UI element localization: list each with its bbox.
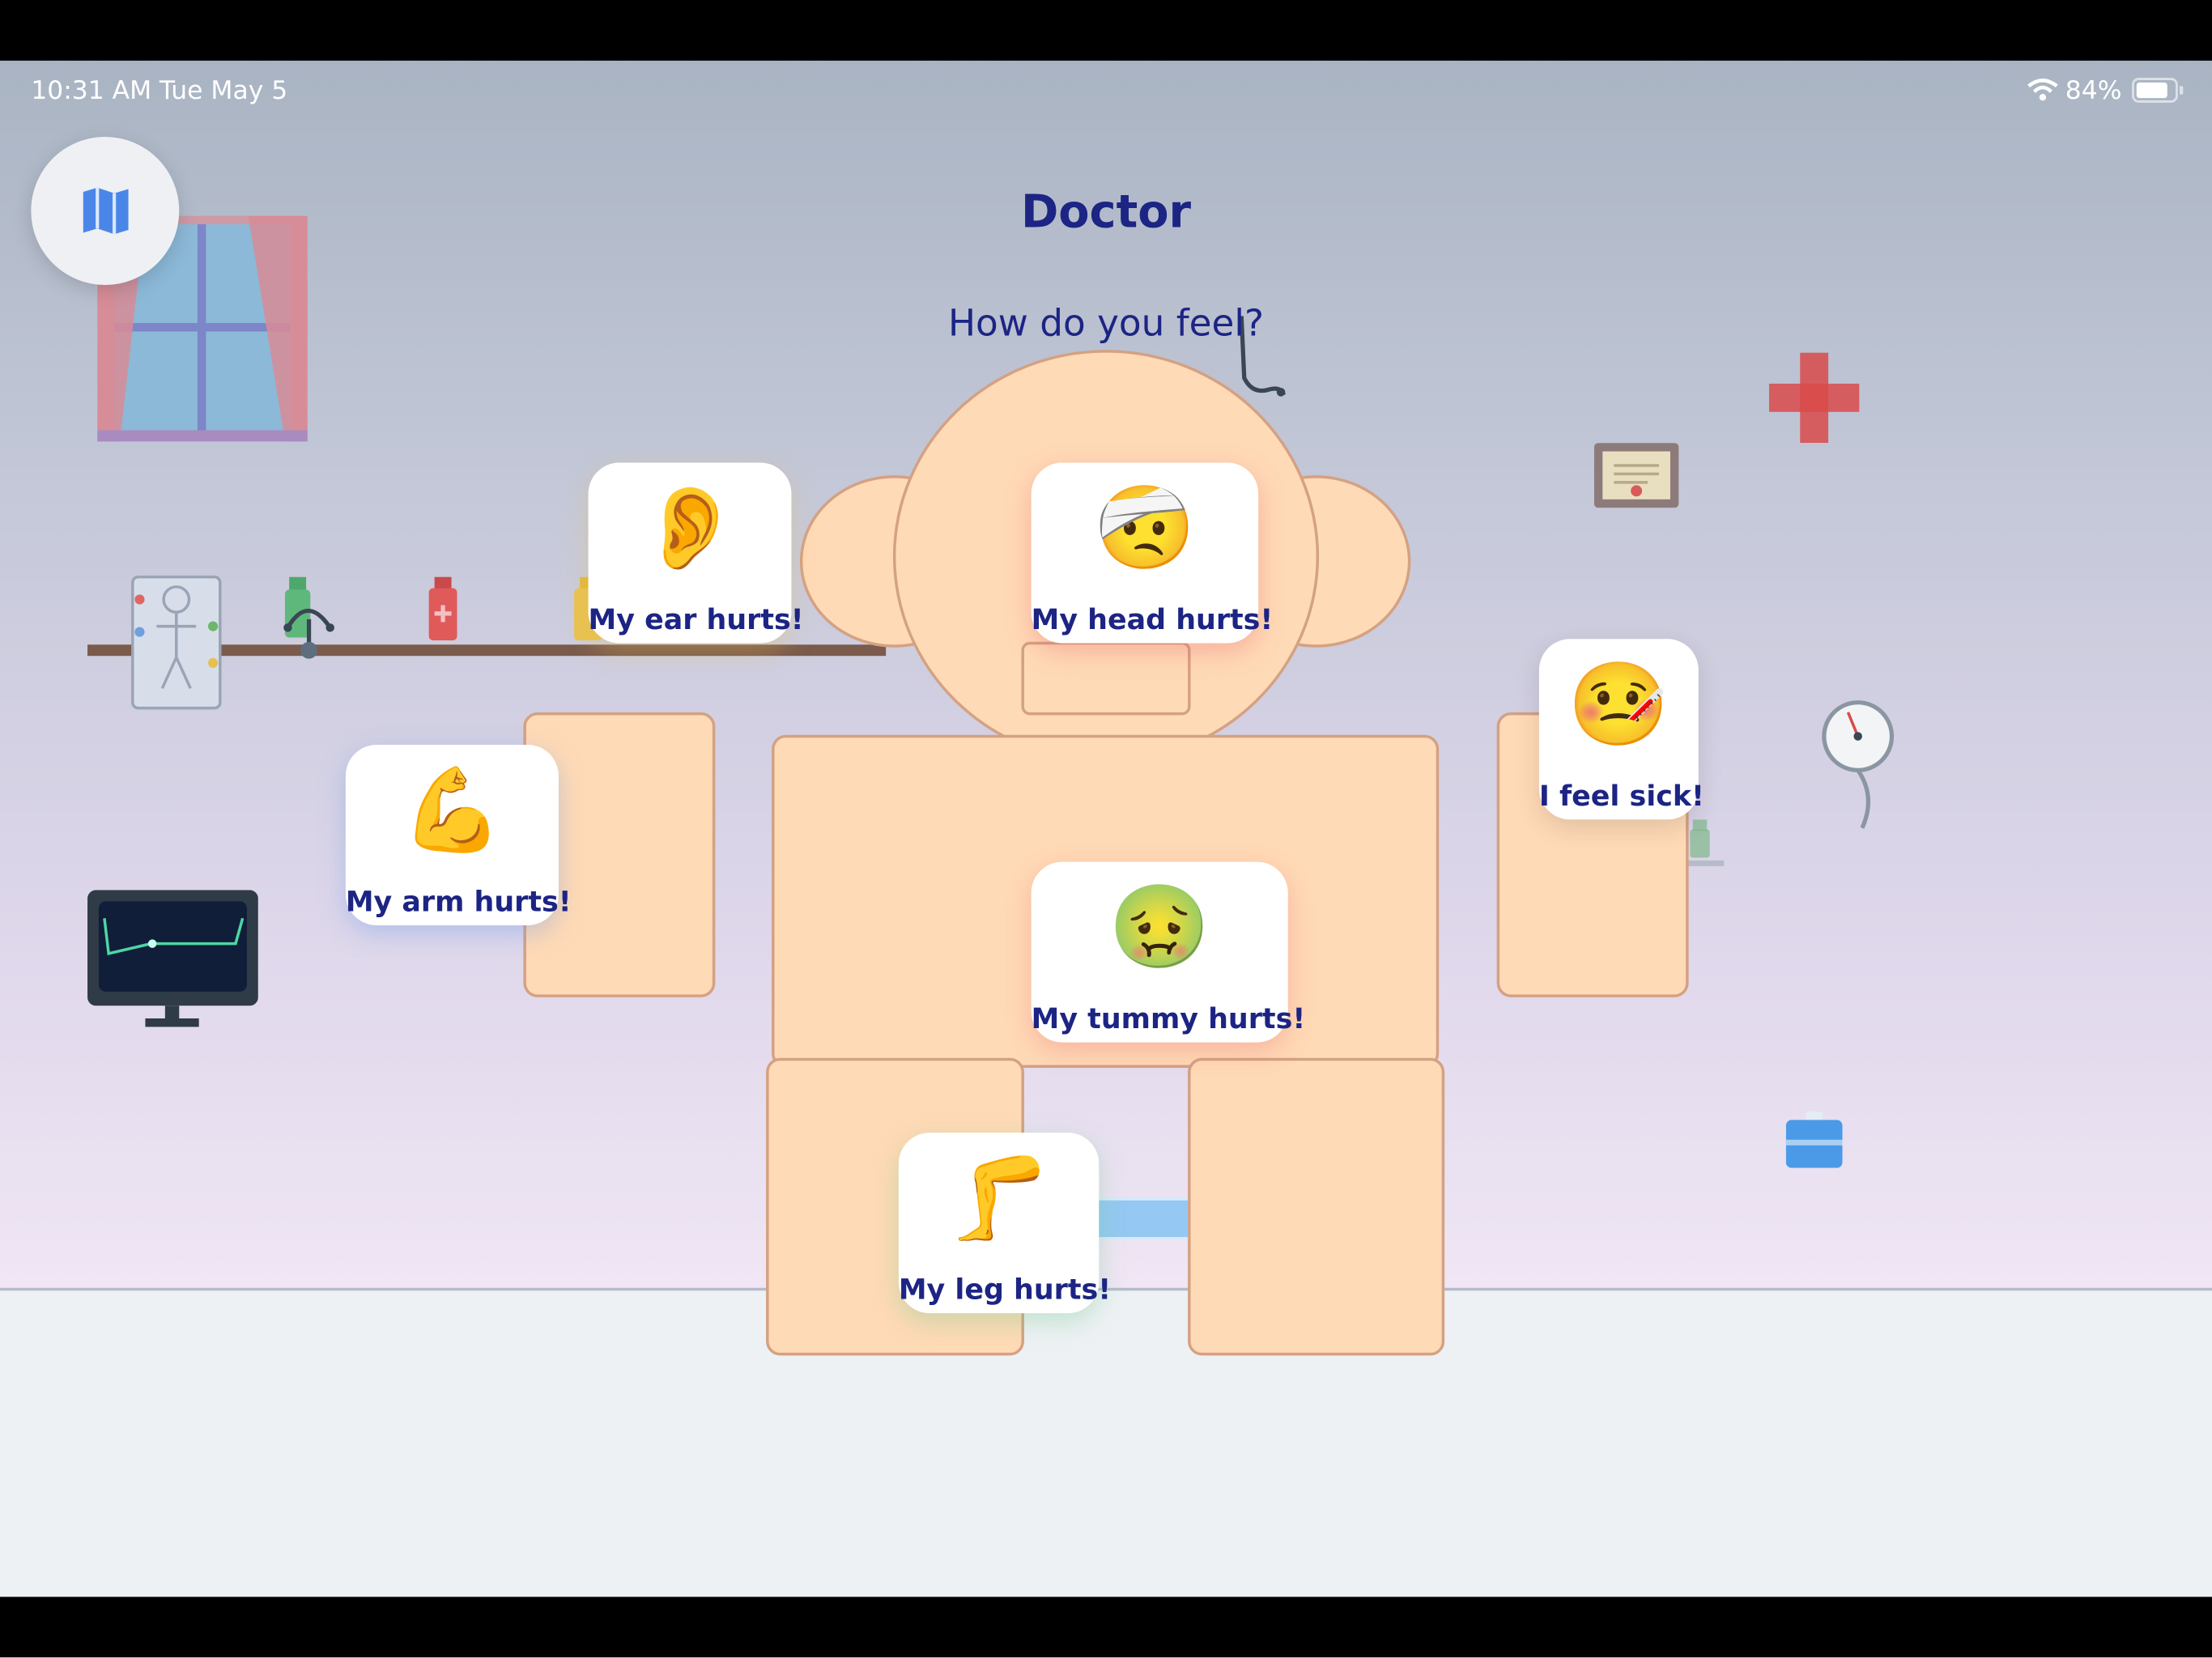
small-bottle-decor <box>1687 819 1725 866</box>
option-label-ear: My ear hurts! <box>588 602 804 636</box>
mouth <box>1021 641 1191 716</box>
option-card-head[interactable]: 🤕 My head hurts! <box>1031 462 1274 644</box>
option-label-leg: My leg hurts! <box>898 1272 1112 1307</box>
map-button[interactable] <box>31 137 180 285</box>
flexed-arm-icon: 💪 <box>401 761 504 858</box>
diploma-decor <box>1593 443 1679 508</box>
stethoscope-bottle-decor <box>283 576 334 659</box>
app-screen: 10:31 AM Tue May 5 84% <box>0 60 2212 1597</box>
option-label-sick: I feel sick! <box>1538 778 1704 813</box>
head-bandage-icon: 🤕 <box>1093 479 1196 576</box>
feeling-prompt: How do you feel? <box>947 303 1265 346</box>
page-title: Doctor <box>1020 185 1192 239</box>
status-time: 10:31 AM <box>31 76 152 106</box>
medicine-bottle-red-decor <box>428 576 457 641</box>
chart-poster-decor <box>131 575 222 710</box>
thermometer-face-icon: 🤒 <box>1568 656 1670 752</box>
status-bar: 10:31 AM Tue May 5 84% <box>0 61 2212 120</box>
option-label-head: My head hurts! <box>1031 602 1274 636</box>
right-leg <box>1188 1057 1445 1356</box>
map-icon <box>83 187 129 235</box>
leg-icon: 🦵 <box>947 1150 1050 1246</box>
stethoscope-hook-decor <box>1239 316 1287 397</box>
option-label-arm: My arm hurts! <box>345 884 572 919</box>
option-card-arm[interactable]: 💪 My arm hurts! <box>345 744 572 925</box>
nauseated-face-icon: 🤢 <box>1108 878 1211 975</box>
option-card-sick[interactable]: 🤒 I feel sick! <box>1538 639 1704 820</box>
battery-percent: 84% <box>2065 76 2122 106</box>
first-aid-kit-decor <box>1785 1111 1843 1168</box>
option-label-tummy: My tummy hurts! <box>1031 1001 1306 1035</box>
option-card-leg[interactable]: 🦵 My leg hurts! <box>898 1133 1112 1314</box>
ear-icon: 👂 <box>639 479 741 576</box>
heart-monitor-decor <box>87 890 258 1027</box>
shelf-decor <box>87 644 887 657</box>
medical-cross-decor <box>1768 352 1860 444</box>
option-card-tummy[interactable]: 🤢 My tummy hurts! <box>1031 861 1306 1043</box>
option-card-ear[interactable]: 👂 My ear hurts! <box>588 462 804 644</box>
floor <box>0 1287 2212 1597</box>
battery-icon <box>2132 78 2184 103</box>
pressure-gauge-decor <box>1822 700 1895 829</box>
wifi-icon <box>2027 79 2058 101</box>
status-date: Tue May 5 <box>159 76 288 106</box>
